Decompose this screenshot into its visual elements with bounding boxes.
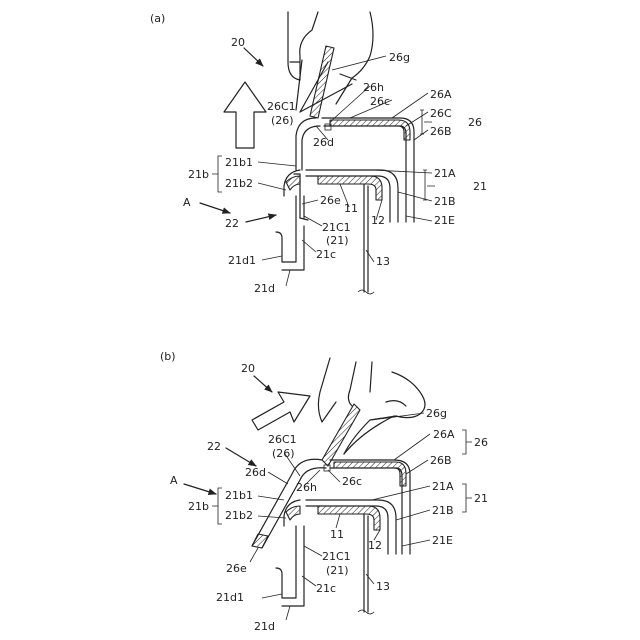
label-21c: 21c xyxy=(316,248,336,261)
label-26e: 26e xyxy=(320,194,341,207)
label-21d1: 21d1 xyxy=(216,591,244,604)
label-26h: 26h xyxy=(296,481,317,494)
label-11: 11 xyxy=(344,202,358,215)
panel-a: (a) xyxy=(150,12,487,295)
label-21a: 21A xyxy=(434,167,456,180)
label-21b1: 21b1 xyxy=(225,489,253,502)
label-21e: 21E xyxy=(432,534,453,547)
panel-b-label: (b) xyxy=(160,350,176,363)
label-26a: 26A xyxy=(433,428,455,441)
label-26c1-ref: (26) xyxy=(271,114,294,127)
label-13: 13 xyxy=(376,255,390,268)
label-20: 20 xyxy=(241,362,255,375)
label-12: 12 xyxy=(371,214,385,227)
label-26g: 26g xyxy=(426,407,447,420)
label-26c1-ref: (26) xyxy=(272,447,295,460)
panel-b: (b) xyxy=(160,350,488,633)
label-21c1-ref: (21) xyxy=(326,234,349,247)
label-21b-cap: 21B xyxy=(432,504,454,517)
label-26c: 26c xyxy=(342,475,362,488)
label-26e: 26e xyxy=(226,562,247,575)
label-26c: 26c xyxy=(370,95,390,108)
hook-21d xyxy=(276,226,304,270)
panel-a-label: (a) xyxy=(150,12,165,25)
label-21b2: 21b2 xyxy=(225,177,253,190)
label-22: 22 xyxy=(207,440,221,453)
label-group-21b: 21b xyxy=(188,500,209,513)
label-21c1: 21C1 xyxy=(322,550,351,563)
label-group-26: 26 xyxy=(474,436,488,449)
pull-direction-arrow xyxy=(224,82,266,148)
label-group-26: 26 xyxy=(468,116,482,129)
label-21d1: 21d1 xyxy=(228,254,256,267)
label-21d: 21d xyxy=(254,620,275,633)
label-view-a: A xyxy=(170,474,178,487)
label-21a: 21A xyxy=(432,480,454,493)
label-26h: 26h xyxy=(363,81,384,94)
label-21c: 21c xyxy=(316,582,336,595)
label-21e: 21E xyxy=(434,214,455,227)
push-direction-arrow xyxy=(252,392,310,430)
label-26b: 26B xyxy=(430,454,452,467)
label-21c1-ref: (21) xyxy=(326,564,349,577)
label-12: 12 xyxy=(368,539,382,552)
label-26c1: 26C1 xyxy=(267,100,296,113)
label-group-21: 21 xyxy=(473,180,487,193)
hook-21d xyxy=(276,556,304,606)
label-21d: 21d xyxy=(254,282,275,295)
lever-26g xyxy=(310,46,334,118)
label-group-21b: 21b xyxy=(188,168,209,181)
label-13: 13 xyxy=(376,580,390,593)
label-21b1: 21b1 xyxy=(225,156,253,169)
label-20: 20 xyxy=(231,36,245,49)
label-26d: 26d xyxy=(313,136,334,149)
label-21b-cap: 21B xyxy=(434,195,456,208)
label-view-a: A xyxy=(183,196,191,209)
label-26g: 26g xyxy=(389,51,410,64)
label-21b2: 21b2 xyxy=(225,509,253,522)
label-26c-cap: 26C xyxy=(430,107,452,120)
label-22: 22 xyxy=(225,217,239,230)
label-group-21: 21 xyxy=(474,492,488,505)
label-26a: 26A xyxy=(430,88,452,101)
label-26b: 26B xyxy=(430,125,452,138)
label-26d: 26d xyxy=(245,466,266,479)
label-11: 11 xyxy=(330,528,344,541)
label-26c1: 26C1 xyxy=(268,433,297,446)
label-21c1: 21C1 xyxy=(322,221,351,234)
